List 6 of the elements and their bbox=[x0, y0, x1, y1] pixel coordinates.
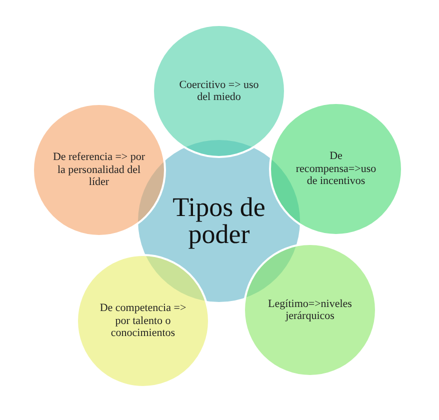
category-label: De competencia => por talento o conocimientos bbox=[98, 302, 188, 340]
category-label: Coercitivo => uso del miedo bbox=[178, 78, 260, 104]
category-label: Legítimo=>niveles jerárquicos bbox=[267, 298, 353, 322]
category-label: De referencia => por la personalidad del líder bbox=[52, 151, 146, 189]
category-label: De recompensa=>uso de incentivos bbox=[294, 150, 378, 188]
topic-title: Tipos de poder bbox=[172, 194, 266, 248]
